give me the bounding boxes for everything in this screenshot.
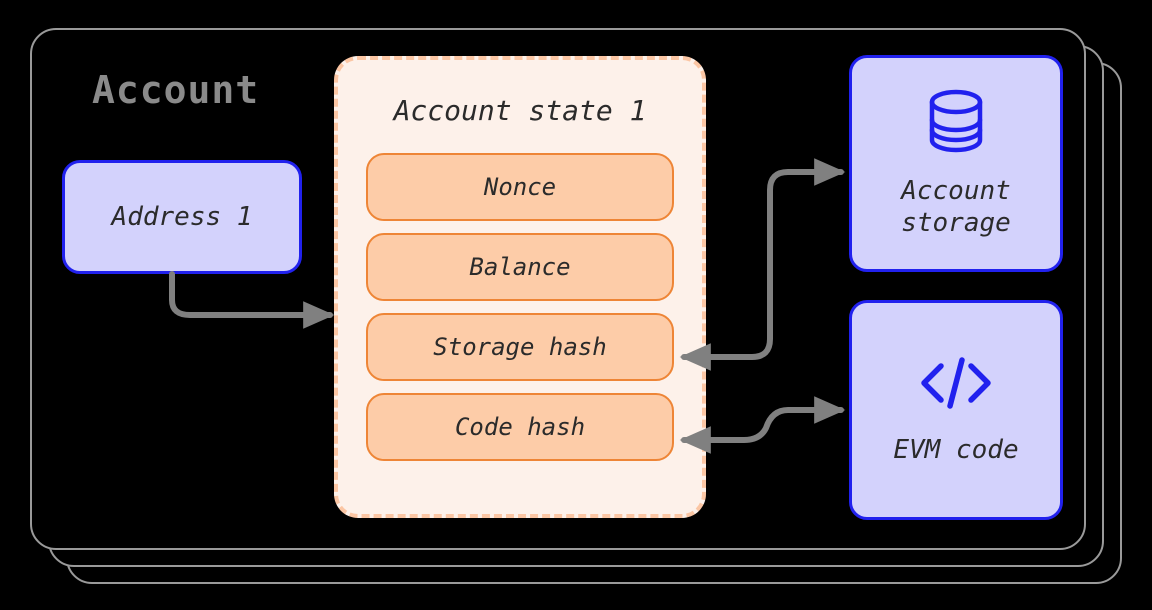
field-storage-hash[interactable]: Storage hash: [366, 313, 674, 381]
account-state-fields: Nonce Balance Storage hash Code hash: [338, 153, 702, 461]
field-nonce[interactable]: Nonce: [366, 153, 674, 221]
code-brackets-icon: [918, 353, 994, 420]
field-storage-hash-label: Storage hash: [433, 333, 607, 361]
account-state-title: Account state 1: [393, 94, 647, 127]
address-box[interactable]: Address 1: [62, 160, 302, 274]
account-storage-label-line2: storage: [901, 208, 1011, 238]
account-storage-box[interactable]: Account storage: [849, 55, 1063, 272]
database-icon: [925, 88, 987, 161]
evm-code-label: EVM code: [893, 435, 1019, 466]
account-state-card: Account state 1 Nonce Balance Storage ha…: [334, 56, 706, 518]
field-code-hash-label: Code hash: [454, 413, 586, 441]
account-storage-label-line1: Account: [901, 175, 1011, 206]
evm-code-box[interactable]: EVM code: [849, 300, 1063, 520]
address-label: Address 1: [111, 201, 253, 232]
page-title: Account: [92, 68, 260, 112]
field-balance[interactable]: Balance: [366, 233, 674, 301]
field-balance-label: Balance: [469, 253, 571, 281]
field-nonce-label: Nonce: [483, 173, 557, 201]
field-code-hash[interactable]: Code hash: [366, 393, 674, 461]
